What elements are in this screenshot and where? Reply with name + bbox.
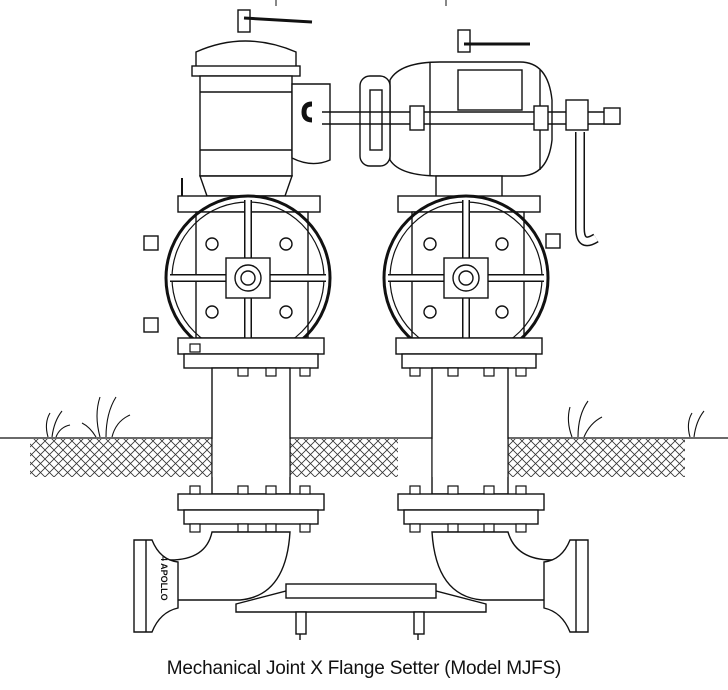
elbow-body	[169, 531, 291, 601]
left-gate-valve	[164, 194, 332, 369]
right-mj-elbow	[431, 531, 589, 633]
check-valve-body	[199, 75, 293, 177]
bolt	[495, 305, 509, 319]
grass-tuft	[45, 410, 71, 438]
mj-bell	[543, 539, 589, 633]
grass-tuft	[81, 396, 131, 438]
right-riser-assembly	[389, 29, 561, 249]
test-cock	[533, 105, 549, 131]
elbow-body	[291, 83, 331, 165]
top-test-cock	[457, 29, 471, 53]
tubing-elbow	[301, 101, 313, 123]
bolt	[423, 305, 437, 319]
bracket-bolt	[413, 611, 425, 635]
bolt	[205, 305, 219, 319]
body-taper	[199, 175, 293, 197]
connecting-pipe	[291, 75, 621, 247]
buried-flange-left	[177, 493, 325, 511]
left-riser-assembly	[143, 9, 321, 333]
bolt	[279, 237, 293, 251]
grass-tufts	[45, 396, 705, 438]
elbow-body	[431, 531, 553, 601]
lower-flange	[401, 353, 537, 369]
test-cock	[409, 105, 425, 131]
fitting-mark: 4 APOLLO	[159, 556, 169, 601]
side-test-cock	[143, 235, 159, 251]
right-gate-valve	[382, 194, 550, 369]
top-test-cock	[237, 9, 251, 33]
lower-flanges	[177, 493, 545, 525]
grass-tuft	[567, 400, 603, 438]
figure-caption: Mechanical Joint X Flange Setter (Model …	[166, 658, 562, 679]
buried-flange-right	[397, 493, 545, 511]
test-cock	[603, 107, 621, 125]
cover-flange	[191, 65, 301, 77]
soil-hatch-right	[505, 439, 685, 477]
tie-bracket	[235, 583, 487, 640]
lower-flange	[183, 353, 319, 369]
grass-tuft	[687, 410, 705, 438]
bracket-bar	[285, 583, 437, 599]
relief-valve-cap	[457, 69, 523, 111]
test-cock	[565, 99, 589, 131]
bolt	[279, 305, 293, 319]
side-test-cock	[143, 317, 159, 333]
bracket-bolt	[295, 611, 307, 635]
lower-flange	[395, 337, 543, 355]
left-mj-elbow: 4 APOLLO	[133, 531, 291, 633]
bolt	[495, 237, 509, 251]
bolt	[205, 237, 219, 251]
bolt	[423, 237, 437, 251]
test-cock-handle	[243, 16, 313, 24]
check-valve-cover	[195, 40, 297, 71]
mj-bell	[133, 539, 179, 633]
ground	[0, 437, 728, 477]
soil-hatch-middle	[290, 439, 398, 477]
soil-hatch-left	[30, 439, 212, 477]
side-test-cock	[545, 233, 561, 249]
